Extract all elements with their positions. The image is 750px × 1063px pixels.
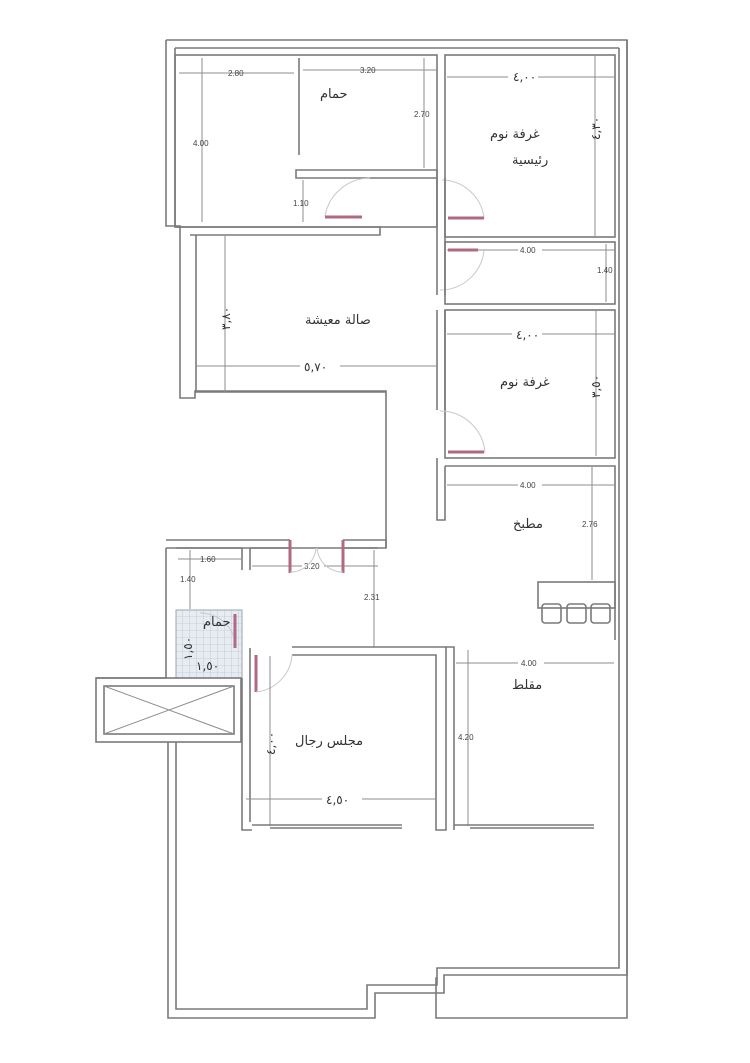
dim-storage-height: 1.40	[180, 575, 196, 584]
label-maqlat: مقلط	[512, 678, 542, 693]
dim-majlis-height: ٤,٠٠	[264, 732, 278, 755]
window-maqlat	[454, 824, 594, 829]
dim-corridor-height: 4.00	[193, 139, 209, 148]
dim-closet-width: 4.00	[520, 246, 536, 255]
dim-maqlat-height: 4.20	[458, 733, 474, 742]
dim-bath-top-width: 3.20	[360, 66, 376, 75]
room-kitchen: 4.00 2.76 مطبخ	[445, 465, 616, 640]
dim-living-height: ٣,٨٠	[219, 307, 233, 330]
outer-walls	[165, 39, 628, 1019]
room-entrance: 1.60 1.40 3.20 2.31	[166, 539, 387, 647]
room-closet: 4.00 1.40	[439, 241, 616, 305]
label-men-majlis: مجلس رجال	[295, 734, 363, 749]
room-maqlat: 4.00 4.20 مقلط	[446, 646, 614, 830]
room-men-majlis: ٤,٠٠ ٤,٥٠ مجلس رجال	[241, 646, 447, 831]
kitchen-counter	[537, 581, 616, 609]
room-bathroom-small: حمام ١,٥٠ ١,٥٠	[96, 548, 243, 679]
dim-bath-small-height: ١,٥٠	[181, 637, 195, 660]
label-master-bedroom-2: رئيسية	[512, 153, 548, 168]
label-living-hall: صالة معيشة	[305, 313, 371, 328]
dim-maqlat-width: 4.00	[521, 659, 537, 668]
room-master-bedroom: ٤,٠٠ ٤,٣٠ غرفة نوم رئيسية	[441, 54, 616, 238]
label-bedroom: غرفة نوم	[500, 375, 550, 390]
room-living-hall: ٣,٨٠ ٥,٧٠ صالة معيشة	[195, 178, 446, 410]
dim-kitchen-height: 2.76	[582, 520, 598, 529]
stove-burner-icon	[590, 603, 611, 624]
dim-entrance-depth: 2.31	[364, 593, 380, 602]
dim-corridor-width: 2.80	[228, 69, 244, 78]
dim-kitchen-width: 4.00	[520, 481, 536, 490]
dim-living-width: ٥,٧٠	[304, 360, 327, 374]
label-bathroom-small: حمام	[203, 615, 231, 630]
window-majlis	[252, 824, 402, 829]
dim-door-gap: 1.10	[293, 199, 309, 208]
room-corridor-top: 2.80 4.00 3.20 2.70 حمام 1.10	[174, 54, 438, 236]
stove-burner-icon	[566, 603, 587, 624]
dim-master-height: ٤,٣٠	[589, 117, 603, 140]
dim-master-width: ٤,٠٠	[513, 70, 536, 84]
dim-bedroom-width: ٤,٠٠	[516, 328, 539, 342]
dim-bedroom-height: ٣,٥٠	[589, 375, 603, 398]
label-bathroom-top: حمام	[320, 87, 348, 102]
dim-bath-small-width: ١,٥٠	[196, 659, 219, 673]
dim-majlis-width: ٤,٥٠	[326, 793, 349, 807]
room-bedroom: ٤,٠٠ ٣,٥٠ غرفة نوم	[436, 309, 616, 521]
label-kitchen: مطبخ	[513, 517, 543, 532]
dim-storage-width: 1.60	[200, 555, 216, 564]
dim-closet-height: 1.40	[597, 266, 613, 275]
dim-bath-top-height: 2.70	[414, 110, 430, 119]
stove-burner-icon	[541, 603, 562, 624]
dim-entrance-width: 3.20	[304, 562, 320, 571]
label-master-bedroom: غرفة نوم	[490, 127, 540, 142]
stair-void	[95, 677, 242, 743]
